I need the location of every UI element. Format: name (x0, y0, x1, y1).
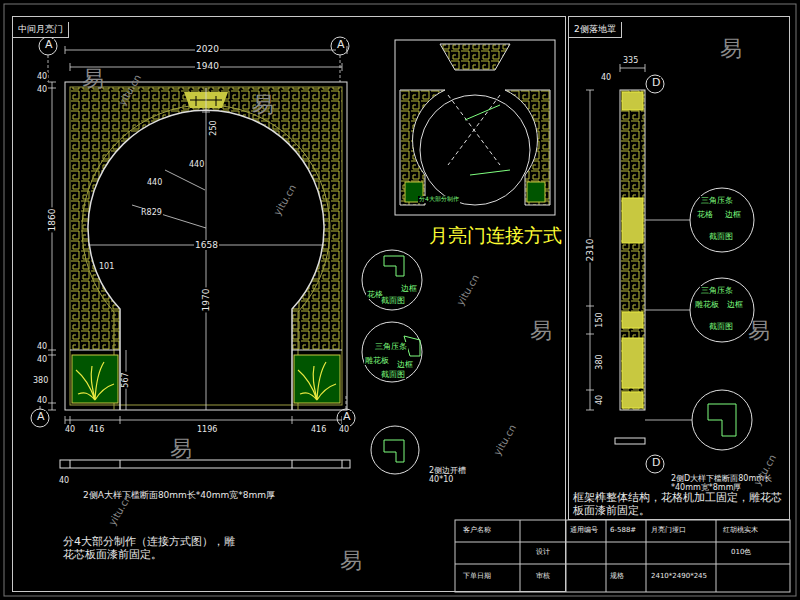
dimension-text: 40 (600, 73, 612, 82)
watermark: yitu.cn (492, 422, 519, 457)
dimension-text: 335 (622, 56, 639, 65)
title-block-cell: 6-588# (609, 526, 637, 534)
note-text: 2侧D大样下槛断面80mm长*40mm宽*8mm厚 (670, 474, 787, 492)
section-marker: A (36, 411, 46, 424)
dimension-text: 40 (595, 394, 604, 406)
section-marker: D (651, 457, 661, 470)
dimension-text: 440 (188, 160, 205, 169)
drawing-panel: 2侧落地罩 (568, 16, 790, 520)
dimension-text: 40 (36, 342, 48, 351)
dimension-text: 40 (36, 85, 48, 94)
dimension-text: 440 (146, 178, 163, 187)
watermark: 易 (170, 436, 192, 461)
callout-text: 边框 (726, 300, 744, 309)
dimension-text: 1970 (201, 288, 211, 313)
section-marker: A (342, 411, 352, 424)
panel-heading: 2侧落地罩 (569, 22, 622, 38)
watermark: yitu.cn (272, 182, 299, 217)
watermark: 易 (82, 66, 104, 91)
title-block-cell: 2410*2490*245 (650, 572, 708, 580)
callout-text: 三角压条 (374, 342, 408, 351)
section-marker: D (651, 77, 661, 90)
dimension-text: 567 (121, 371, 130, 388)
dimension-text: 1196 (196, 425, 218, 434)
dimension-text: 380 (595, 353, 604, 370)
callout-text: 三角压条 (700, 196, 734, 205)
dimension-text: 380 (32, 376, 49, 385)
callout-text: 截面图 (708, 322, 734, 331)
watermark: 易 (720, 36, 742, 61)
dimension-text: 1658 (194, 240, 219, 250)
dimension-text: 101 (98, 262, 115, 271)
diagram-title: 月亮门连接方式 (428, 225, 563, 247)
callout-text: 三角压条 (700, 286, 734, 295)
callout-text: 雕花板 (364, 356, 390, 365)
note-text: 2侧边开槽 40*10 (428, 466, 480, 484)
dimension-text: 40 (58, 476, 70, 485)
dimension-text: 2310 (585, 238, 595, 263)
callout-text: 分4大部分制作 (418, 196, 460, 203)
dimension-text: 1860 (47, 208, 57, 233)
watermark: 易 (748, 318, 770, 343)
dimension-text: 40 (36, 72, 48, 81)
title-block-cell: 下单日期 (462, 572, 492, 580)
dimension-text: 40 (338, 425, 350, 434)
title-block-cell: 红胡桃实木 (722, 526, 759, 534)
callout-text: 截面图 (708, 232, 734, 241)
dimension-text: 416 (88, 425, 105, 434)
callout-text: 边框 (396, 360, 414, 369)
title-block-cell: 规格 (609, 572, 625, 580)
dimension-text: 416 (310, 425, 327, 434)
callout-text: 截面图 (380, 370, 406, 379)
callout-text: 边框 (724, 210, 742, 219)
callout-text: 边框 (400, 284, 418, 293)
note-text: 框架榫整体结构，花格机加工固定，雕花芯板面漆前固定。 (572, 492, 786, 517)
dimension-text: 2020 (195, 44, 220, 54)
watermark: 易 (252, 92, 274, 117)
section-marker: A (336, 39, 346, 52)
dimension-text: 40 (36, 355, 48, 364)
title-block-cell: 010色 (730, 548, 752, 556)
note-text: 2侧A大样下槛断面80mm长*40mm宽*8mm厚 (82, 490, 276, 500)
title-block-cell: 通用编号 (569, 526, 599, 534)
callout-text: 雕花板 (694, 300, 720, 309)
watermark: yitu.cn (455, 272, 482, 307)
dimension-text: 250 (209, 119, 218, 136)
watermark: 易 (340, 548, 362, 573)
callout-text: 花格 (696, 210, 714, 219)
title-block-cell: 审核 (535, 572, 551, 580)
note-text: 分4大部分制作（连接方式图），雕花芯板面漆前固定。 (62, 536, 244, 561)
callout-text: 截面图 (380, 296, 406, 305)
title-block-cell: 客户名称 (462, 526, 492, 534)
dimension-text: 40 (36, 396, 48, 405)
drawing-panel: 中间月亮门 (12, 16, 566, 592)
dimension-text: 1940 (195, 61, 220, 71)
watermark: 易 (530, 318, 552, 343)
title-block-cell: 月亮门垭口 (650, 526, 687, 534)
dimension-text: 150 (595, 311, 604, 328)
dimension-text: 40 (64, 425, 76, 434)
title-block-cell: 设计 (535, 548, 551, 556)
dimension-text: R829 (140, 208, 163, 217)
panel-heading: 中间月亮门 (13, 22, 69, 38)
section-marker: A (44, 39, 54, 52)
